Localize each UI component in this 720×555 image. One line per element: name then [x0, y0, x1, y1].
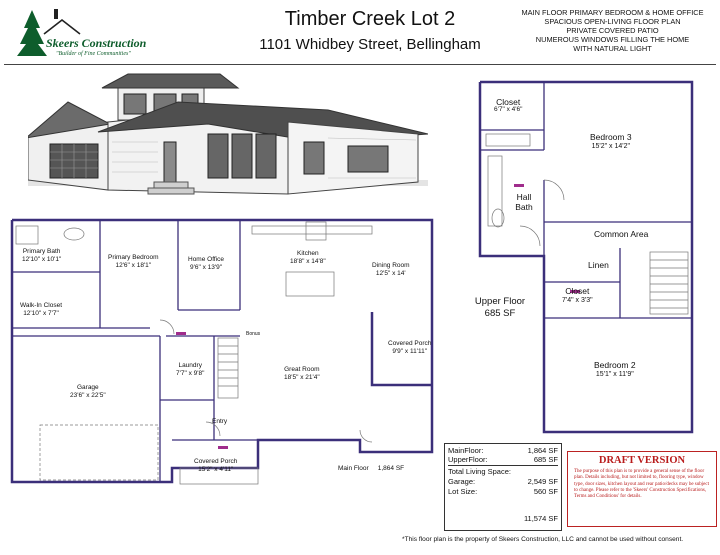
room-size: 7'4" x 3'3" — [562, 297, 593, 304]
room-size: 12'10" x 10'1" — [22, 256, 62, 263]
draft-title: DRAFT VERSION — [598, 455, 686, 466]
page-title: Timber Creek Lot 2 — [284, 8, 456, 30]
stats-label: Lot Size: — [448, 487, 478, 496]
stats-row: Garage: 2,549 SF — [448, 477, 558, 487]
footer-disclaimer: *This floor plan is the property of Skee… — [402, 536, 684, 543]
room-name: Covered Porch — [388, 340, 432, 347]
stats-row: Total Living Space: — [448, 465, 558, 477]
stair-label: Bonus — [246, 331, 261, 337]
square-footage-table: MainFloor: 1,864 SF UpperFloor: 685 SF T… — [444, 443, 562, 531]
room-name: Primary Bath — [22, 248, 61, 255]
company-tagline: "Builder of Fine Communities" — [56, 51, 131, 57]
room-name: Closet — [496, 97, 521, 107]
room-closet-top: Closet 6'7" x 4'6" — [494, 98, 522, 114]
room-size: 15'2" x 4'11" — [198, 466, 234, 473]
stats-row: 11,574 SF — [448, 514, 558, 524]
floor-name: Main Floor — [338, 465, 369, 472]
room-primary-bedroom: Primary Bedroom 12'6" x 18'1" — [108, 254, 159, 270]
room-kitchen: Kitchen 18'8" x 14'8" — [290, 250, 326, 266]
room-name: Garage — [76, 384, 99, 391]
room-name: Covered Porch — [194, 458, 238, 465]
feature-item: MAIN FLOOR PRIMARY BEDROOM & HOME OFFICE — [521, 8, 704, 17]
company-name: Skeers Construction — [46, 36, 147, 50]
stats-row: UpperFloor: 685 SF — [448, 455, 558, 465]
room-dining-room: Dining Room 12'5" x 14' — [372, 262, 410, 278]
room-name: Laundry — [178, 362, 202, 369]
room-home-office: Home Office 9'6" x 13'9" — [188, 256, 224, 272]
room-name: Bedroom 3 — [590, 132, 632, 142]
floor-name: Upper Floor — [474, 296, 526, 307]
room-name: Primary Bedroom — [108, 254, 159, 261]
stats-value: 11,574 SF — [523, 514, 558, 523]
stats-value: 685 SF — [533, 455, 558, 464]
draft-notice: DRAFT VERSION The purpose of this plan i… — [567, 451, 717, 527]
room-size: 9'9" x 11'11" — [392, 348, 428, 355]
floor-sf: 1,864 SF — [377, 465, 405, 472]
header-divider — [4, 64, 716, 65]
stats-label: Total Living Space: — [448, 467, 511, 476]
company-logo — [10, 6, 160, 62]
main-floor-caption: Main Floor 1,864 SF — [338, 465, 404, 472]
room-size: 9'6" x 13'9" — [189, 264, 223, 271]
room-common-area: Common Area — [594, 229, 649, 239]
room-size: 15'1" x 11'9" — [595, 371, 634, 378]
room-name: Great Room — [284, 366, 320, 373]
room-size: 23'6" x 22'5" — [70, 392, 106, 399]
stats-label: MainFloor: — [448, 446, 484, 455]
room-name: Kitchen — [296, 250, 319, 257]
room-size: 15'2" x 14'2" — [591, 143, 630, 150]
feature-item: SPACIOUS OPEN-LIVING FLOOR PLAN — [544, 17, 681, 26]
upper-floor-caption: Upper Floor 685 SF — [470, 296, 530, 320]
stats-value: 560 SF — [533, 487, 558, 496]
stats-row: Lot Size: 560 SF — [448, 487, 558, 497]
room-hall-bath: Hall Bath — [515, 192, 533, 212]
stats-label: UpperFloor: — [448, 455, 488, 464]
stats-value: 2,549 SF — [527, 477, 558, 486]
draft-body: The purpose of this plan is to provide a… — [574, 469, 709, 500]
stats-label: Garage: — [448, 477, 476, 486]
stats-value: 1,864 SF — [527, 446, 558, 455]
room-closet-mid: Closet 7'4" x 3'3" — [562, 286, 593, 306]
room-name: Bedroom 2 — [594, 360, 636, 370]
room-size: 12'6" x 18'1" — [115, 262, 152, 269]
room-linen: Linen — [588, 260, 609, 270]
stats-row: MainFloor: 1,864 SF — [448, 446, 558, 456]
room-entry: Entry — [212, 418, 227, 426]
room-name: Home Office — [188, 256, 225, 263]
room-garage: Garage 23'6" x 22'5" — [70, 384, 106, 400]
room-covered-porch-side: Covered Porch 9'9" x 11'11" — [388, 340, 431, 356]
room-covered-porch-front: Covered Porch 15'2" x 4'11" — [194, 458, 237, 474]
room-primary-bath: Primary Bath 12'10" x 10'1" — [22, 248, 61, 264]
room-great-room: Great Room 18'5" x 21'4" — [284, 366, 320, 382]
room-bedroom2: Bedroom 2 15'1" x 11'9" — [594, 360, 636, 380]
room-size: 18'5" x 21'4" — [284, 374, 320, 381]
room-walk-in-closet: Walk-In Closet 12'10" x 7'7" — [20, 302, 62, 318]
room-size: 18'8" x 14'8" — [290, 258, 326, 265]
house-exterior-rendering — [28, 73, 428, 195]
room-name: Closet — [565, 286, 590, 296]
room-bedroom3: Bedroom 3 15'2" x 14'2" — [590, 132, 632, 152]
property-address: 1101 Whidbey Street, Bellingham — [259, 36, 481, 53]
room-name: Dining Room — [372, 262, 410, 269]
room-name: Walk-In Closet — [20, 302, 63, 309]
feature-item: PRIVATE COVERED PATIO — [566, 26, 659, 35]
room-laundry: Laundry 7'7" x 9'8" — [176, 362, 204, 378]
room-size: 7'7" x 9'8" — [176, 370, 205, 377]
room-size: 6'7" x 4'6" — [494, 106, 523, 113]
feature-item: NUMEROUS WINDOWS FILLING THE HOME — [535, 35, 690, 44]
room-size: 12'10" x 7'7" — [23, 310, 59, 317]
room-size: 12'5" x 14' — [375, 270, 406, 277]
tree-house-logo-icon — [17, 9, 81, 56]
room-name: Entry — [212, 418, 228, 425]
floor-sf: 685 SF — [484, 308, 516, 319]
feature-list: MAIN FLOOR PRIMARY BEDROOM & HOME OFFICE… — [510, 8, 715, 53]
feature-item: WITH NATURAL LIGHT — [573, 44, 652, 53]
